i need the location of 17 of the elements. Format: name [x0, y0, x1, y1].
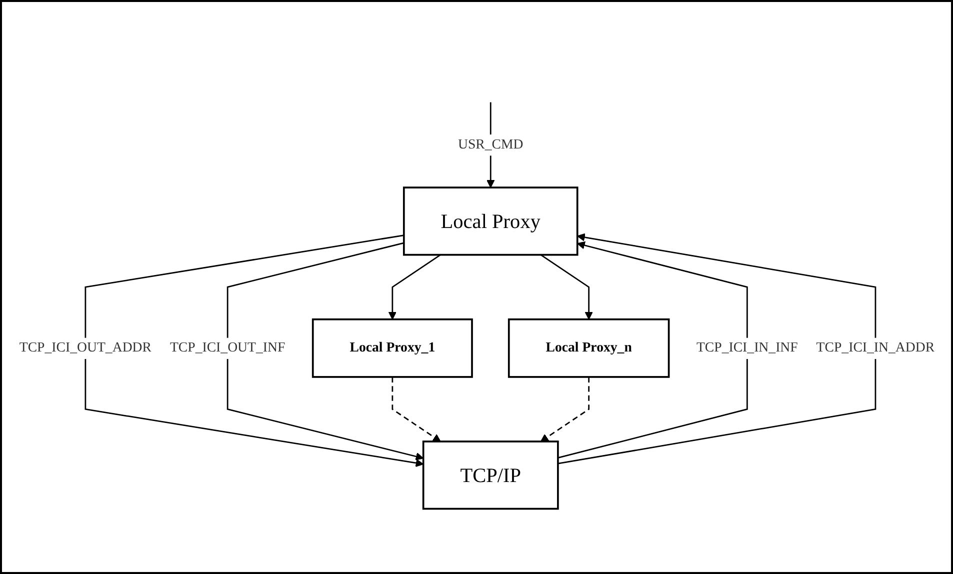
arrow — [391, 376, 440, 442]
arrow — [388, 254, 440, 320]
node-box: Local Proxy — [402, 186, 578, 256]
arrow — [84, 234, 424, 467]
edge-label: USR_CMD — [457, 137, 523, 152]
arrow — [540, 254, 592, 320]
edge-label: TCP_ICI_OUT_ADDR — [18, 340, 152, 356]
arrow — [540, 376, 590, 442]
arrow — [226, 242, 424, 460]
arrow — [557, 241, 748, 458]
node-box: Local Proxy_1 — [311, 318, 472, 378]
edge-label: TCP_ICI_OUT_INF — [169, 340, 285, 356]
node-box: TCP/IP — [422, 440, 558, 510]
arrow — [557, 233, 876, 464]
node-box: Local Proxy_n — [507, 318, 670, 378]
edge-label: TCP_ICI_IN_INF — [696, 340, 798, 356]
edge-label: TCP_ICI_IN_ADDR — [816, 340, 934, 356]
